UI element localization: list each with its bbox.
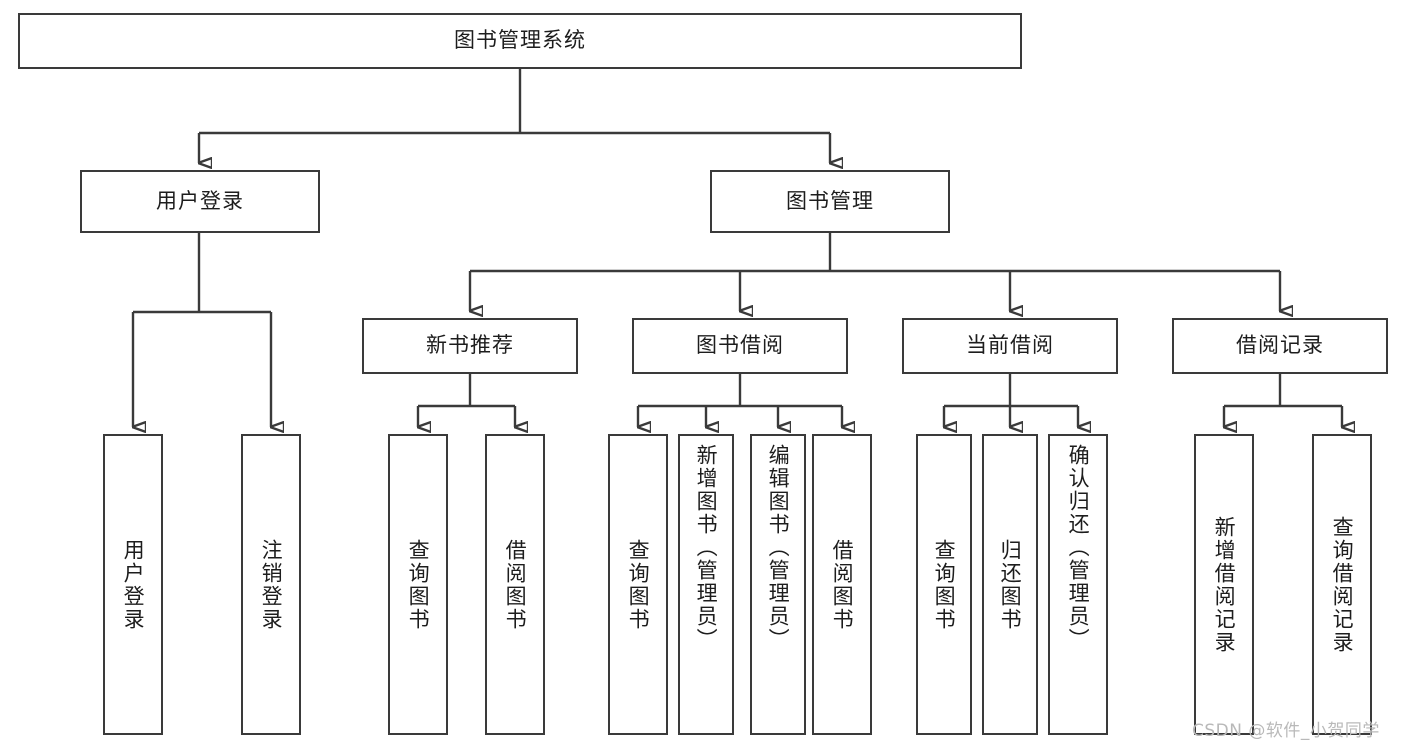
leaf-query-book-current[interactable]: 查询图书	[916, 434, 972, 735]
leaf-confirm-return-admin[interactable]: 确认归还（管理员）	[1048, 434, 1108, 735]
leaf-query-book-borrow[interactable]: 查询图书	[608, 434, 668, 735]
leaf-borrow-book-recommend[interactable]: 借阅图书	[485, 434, 545, 735]
leaf-return-book[interactable]: 归还图书	[982, 434, 1038, 735]
leaf-user-login[interactable]: 用户登录	[103, 434, 163, 735]
leaf-user-logout[interactable]: 注销登录	[241, 434, 301, 735]
node-book-management[interactable]: 图书管理	[710, 170, 950, 233]
node-user-login[interactable]: 用户登录	[80, 170, 320, 233]
node-root-label: 图书管理系统	[454, 28, 586, 53]
node-book-management-label: 图书管理	[786, 188, 874, 213]
leaf-add-borrow-record[interactable]: 新增借阅记录	[1194, 434, 1254, 735]
leaf-return-book-label: 归还图书	[998, 538, 1023, 631]
node-book-borrow[interactable]: 图书借阅	[632, 318, 848, 374]
leaf-borrow-book-label: 借阅图书	[830, 538, 855, 631]
leaf-add-book-admin[interactable]: 新增图书（管理员）	[678, 434, 734, 735]
node-root[interactable]: 图书管理系统	[18, 13, 1022, 69]
leaf-borrow-book[interactable]: 借阅图书	[812, 434, 872, 735]
leaf-add-borrow-record-label: 新增借阅记录	[1212, 515, 1237, 654]
node-new-book-recommend-label: 新书推荐	[426, 333, 514, 358]
leaf-confirm-return-admin-label: 确认归还（管理员）	[1066, 444, 1091, 651]
leaf-query-book-current-label: 查询图书	[932, 538, 957, 631]
leaf-query-borrow-record-label: 查询借阅记录	[1330, 515, 1355, 654]
leaf-add-book-admin-label: 新增图书（管理员）	[694, 444, 719, 651]
leaf-edit-book-admin[interactable]: 编辑图书（管理员）	[750, 434, 806, 735]
leaf-borrow-book-recommend-label: 借阅图书	[503, 538, 528, 631]
csdn-watermark: CSDN @软件_小贺同学	[1192, 721, 1380, 741]
node-book-borrow-label: 图书借阅	[696, 333, 784, 358]
node-user-login-label: 用户登录	[156, 188, 244, 213]
leaf-user-login-label: 用户登录	[121, 538, 146, 631]
leaf-query-book-recommend[interactable]: 查询图书	[388, 434, 448, 735]
node-current-borrow-label: 当前借阅	[966, 333, 1054, 358]
leaf-query-book-borrow-label: 查询图书	[626, 538, 651, 631]
node-borrow-record[interactable]: 借阅记录	[1172, 318, 1388, 374]
node-current-borrow[interactable]: 当前借阅	[902, 318, 1118, 374]
leaf-edit-book-admin-label: 编辑图书（管理员）	[766, 444, 791, 651]
leaf-user-logout-label: 注销登录	[259, 538, 284, 631]
leaf-query-borrow-record[interactable]: 查询借阅记录	[1312, 434, 1372, 735]
node-new-book-recommend[interactable]: 新书推荐	[362, 318, 578, 374]
leaf-query-book-recommend-label: 查询图书	[406, 538, 431, 631]
node-borrow-record-label: 借阅记录	[1236, 333, 1324, 358]
